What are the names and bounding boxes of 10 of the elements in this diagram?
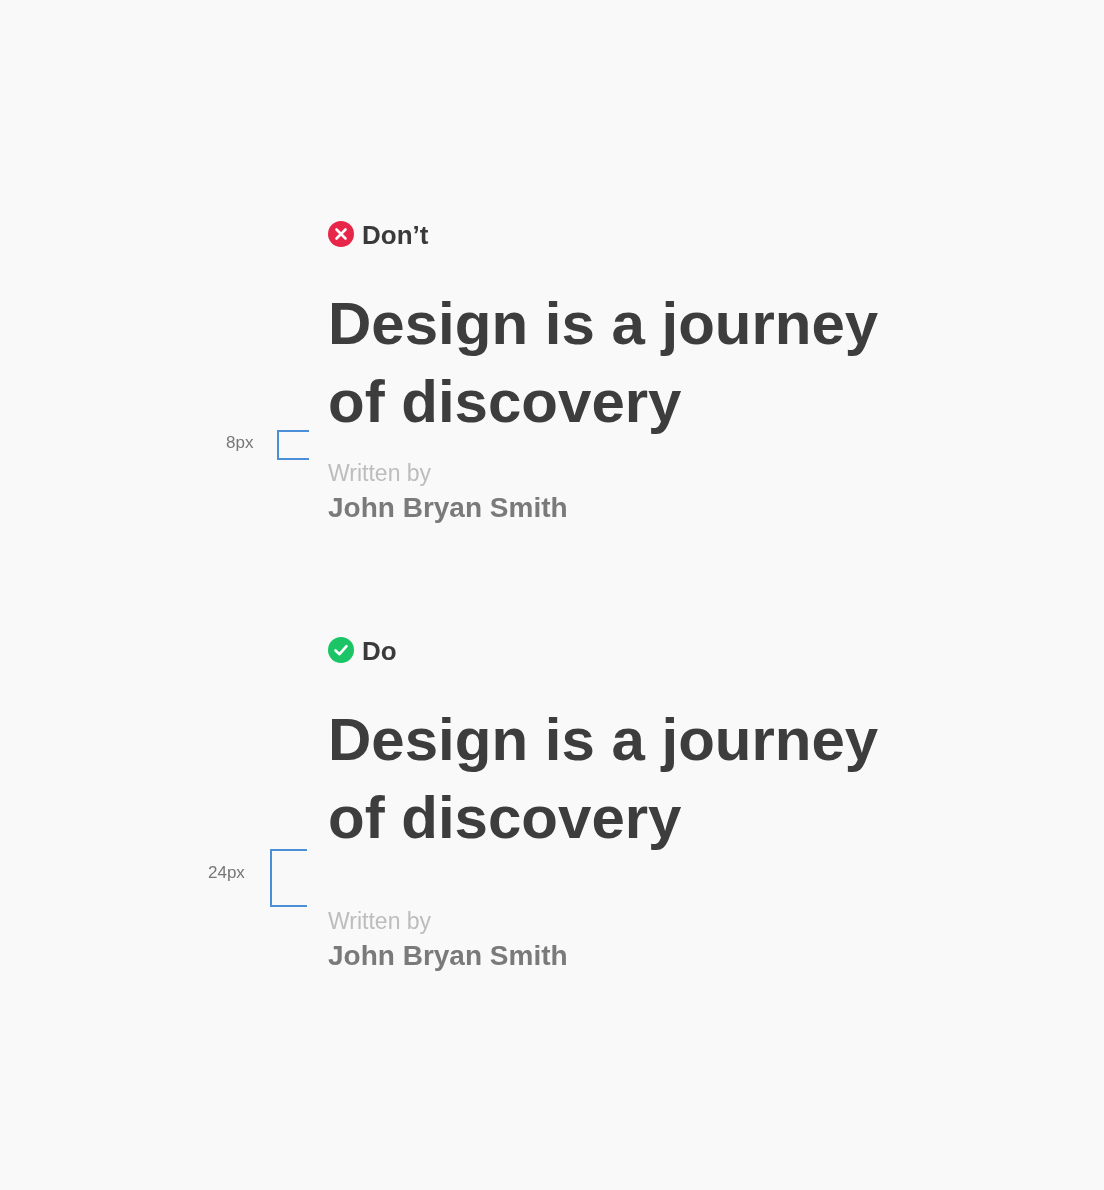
headline: Design is a journey of discovery bbox=[328, 289, 880, 437]
author-name: John Bryan Smith bbox=[328, 940, 568, 972]
section-heading: Do bbox=[362, 636, 397, 666]
byline-label: Written by bbox=[328, 460, 432, 486]
author-name: John Bryan Smith bbox=[328, 492, 568, 524]
section-heading: Don’t bbox=[362, 220, 429, 250]
dimension-label: 24px bbox=[208, 863, 245, 883]
byline-label: Written by bbox=[328, 908, 432, 934]
dimension-label: 8px bbox=[226, 433, 254, 453]
headline: Design is a journey of discovery bbox=[328, 705, 880, 853]
